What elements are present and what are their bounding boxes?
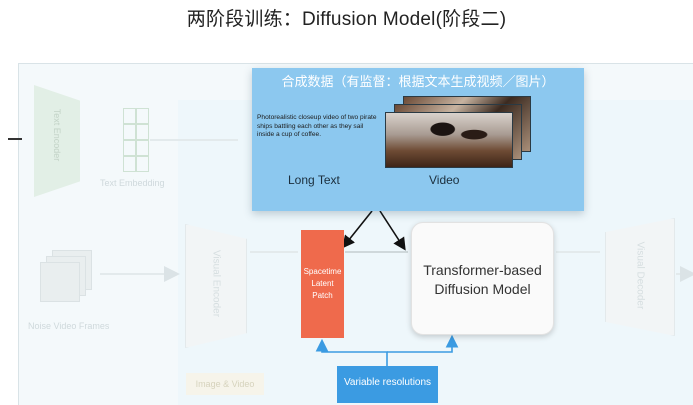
- arrow-to-transformer: [379, 210, 406, 251]
- image-video-tag: Image & Video: [186, 373, 264, 395]
- video-label: Video: [429, 173, 460, 187]
- latent-patch-line2: Latent: [311, 279, 334, 288]
- transformer-label-line1: Transformer-based: [423, 262, 542, 278]
- latent-patch-label: Spacetime Latent Patch: [301, 266, 344, 302]
- latent-patch-line3: Patch: [312, 291, 333, 300]
- transformer-label-line2: Diffusion Model: [434, 281, 531, 297]
- synthetic-data-title: 合成数据（有监督：根据文本生成视频／图片）: [281, 75, 555, 90]
- prompt-text: Photorealistic closeup video of two pira…: [257, 114, 377, 138]
- long-text-label: Long Text: [288, 173, 340, 187]
- spacetime-latent-patch: Spacetime Latent Patch: [301, 230, 344, 338]
- arrow-res-to-latent: [315, 338, 388, 366]
- variable-resolutions-box: Variable resolutions: [337, 366, 438, 403]
- arrow-to-latent-patch: [342, 210, 373, 249]
- variable-resolutions-label: Variable resolutions: [343, 377, 432, 388]
- synthetic-data-box: 合成数据（有监督：根据文本生成视频／图片） Photorealistic clo…: [252, 68, 584, 211]
- visual-encoder-shape: [185, 224, 247, 348]
- noise-frames-label: Noise Video Frames: [28, 321, 110, 331]
- text-embedding-label: Text Embedding: [100, 178, 165, 188]
- visual-decoder-shape: [605, 218, 675, 336]
- video-frame-front: [385, 112, 513, 168]
- arrow-res-to-transformer: [387, 334, 459, 353]
- latent-patch-line1: Spacetime: [303, 267, 342, 276]
- transformer-label: Transformer-based Diffusion Model: [412, 261, 553, 299]
- slide-title: 两阶段训练：Diffusion Model(阶段二): [186, 9, 507, 30]
- incoming-arrow-tail: [8, 138, 22, 140]
- text-embedding-grid: [123, 108, 149, 172]
- video-frames-stack: [385, 96, 531, 178]
- transformer-diffusion-model: Transformer-based Diffusion Model: [411, 222, 554, 335]
- text-encoder-shape: [34, 85, 80, 197]
